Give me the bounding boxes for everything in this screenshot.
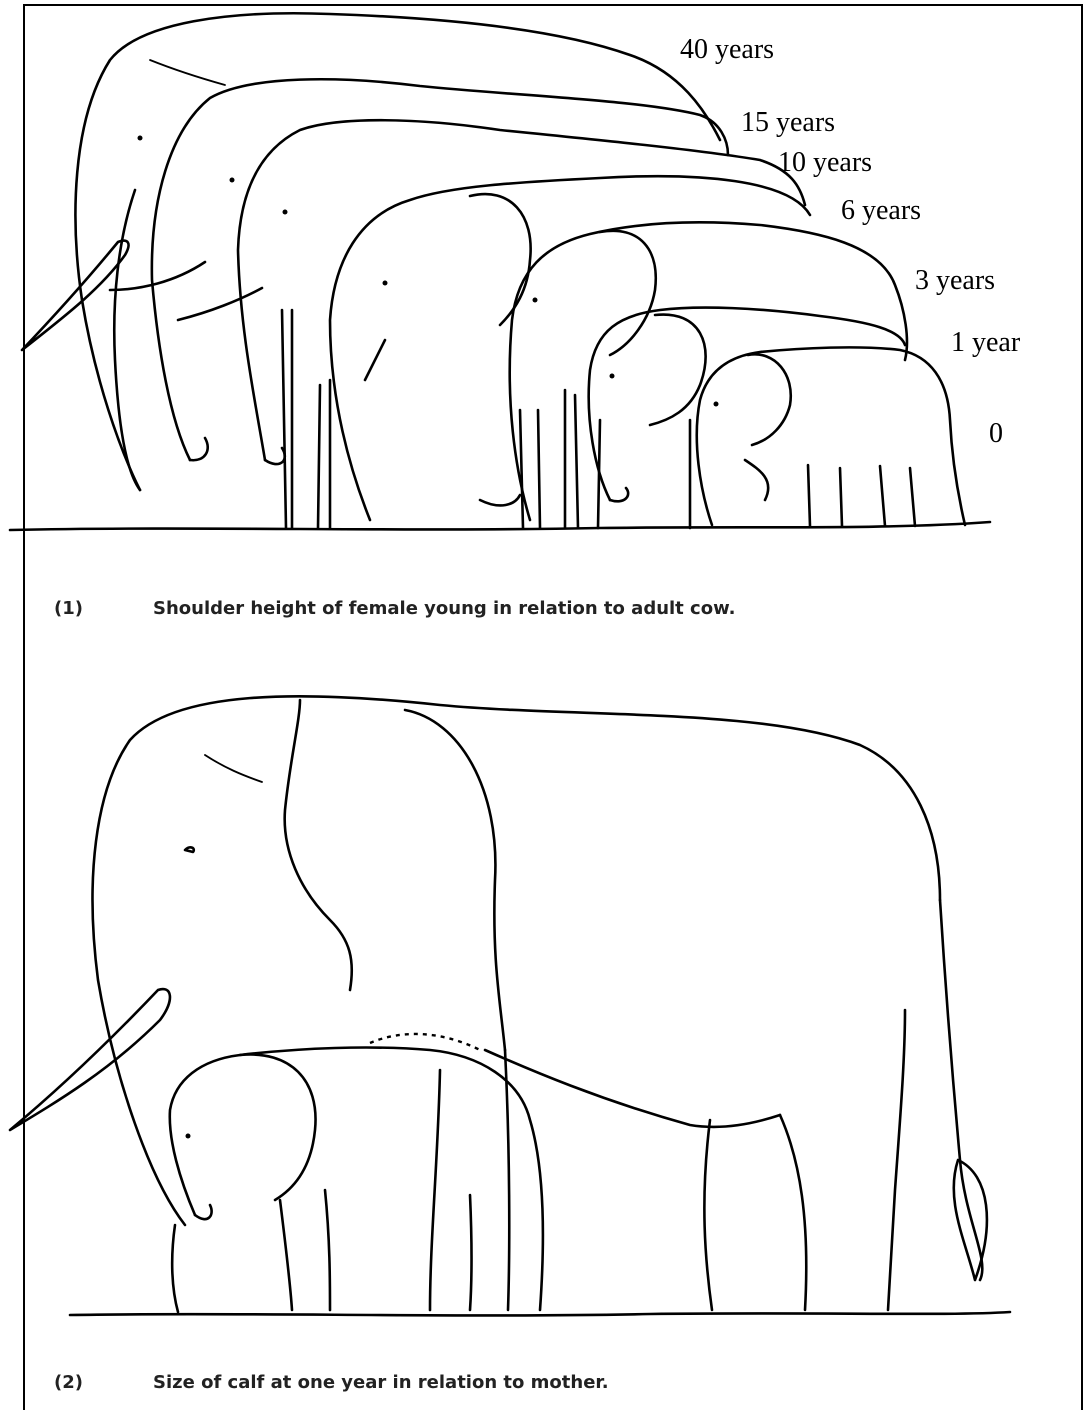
age-label-3: 3 years (915, 265, 995, 296)
caption-number-2: (2) (54, 1372, 83, 1393)
caption-text-2: Size of calf at one year in relation to … (153, 1372, 609, 1393)
age-label-15: 15 years (741, 107, 835, 138)
age-label-40: 40 years (680, 34, 774, 65)
elephant-6-years (330, 176, 810, 520)
growth-series-illustration: 40 years 15 years 10 years 6 years 3 yea… (0, 0, 1085, 560)
elephant-3-years (510, 222, 907, 528)
caption-number-1: (1) (54, 598, 83, 619)
age-label-10: 10 years (778, 147, 872, 178)
age-label-0: 0 (989, 418, 1003, 449)
age-label-6: 6 years (841, 195, 921, 226)
elephant-40-years (22, 13, 720, 490)
age-label-1: 1 year (951, 327, 1021, 358)
elephant-newborn (697, 347, 965, 526)
elephant-15-years (110, 79, 728, 460)
elephant-1-year (589, 308, 905, 502)
caption-text-1: Shoulder height of female young in relat… (153, 598, 735, 619)
